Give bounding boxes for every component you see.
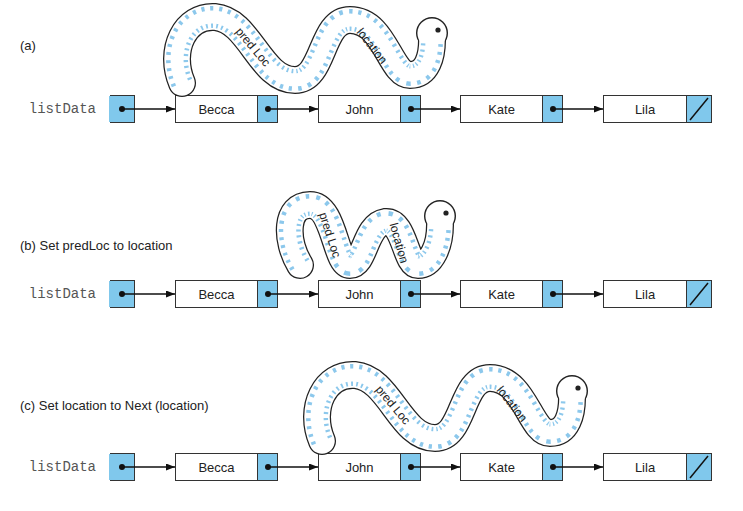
pointer-cell: [542, 454, 562, 480]
pointer-cell: [257, 96, 277, 122]
list-node-box: Kate: [460, 95, 563, 123]
pointer-cell: [257, 454, 277, 480]
pointer-cell: [109, 281, 134, 307]
list-node-box: Becca: [175, 453, 278, 481]
worm-pointer: pred Loclocation: [280, 190, 460, 282]
node-name: Lila: [604, 454, 686, 480]
worm-outline: [305, 361, 595, 453]
pointer-dot: [550, 464, 556, 470]
pointer-cell: [109, 454, 134, 480]
pointer-dot: [408, 106, 414, 112]
list-node-box: Becca: [175, 95, 278, 123]
pointer-dot: [550, 291, 556, 297]
pointer-dot: [550, 106, 556, 112]
null-slash: [687, 96, 711, 122]
pointer-dot: [265, 464, 271, 470]
pointer-dot: [408, 291, 414, 297]
worm-pointer: pred Loclocation: [305, 361, 595, 453]
node-name: John: [319, 281, 400, 307]
pointer-cell: [686, 96, 711, 122]
panel-label: (a): [20, 38, 36, 53]
panel-label: (b) Set predLoc to location: [20, 238, 172, 253]
pointer-cell: [400, 96, 420, 122]
list-node-box: John: [318, 95, 421, 123]
pointer-name: listData: [29, 459, 96, 475]
pointer-dot: [119, 106, 125, 112]
list-node-box: Becca: [175, 280, 278, 308]
panel-label: (c) Set location to Next (location): [20, 398, 209, 413]
null-slash: [687, 454, 711, 480]
pointer-dot: [408, 464, 414, 470]
list-node-box: Lila: [603, 95, 712, 123]
worm-outline: [165, 3, 455, 95]
node-name: Kate: [461, 281, 542, 307]
pointer-cell: [400, 454, 420, 480]
node-name: Lila: [604, 281, 686, 307]
node-name: Becca: [176, 454, 257, 480]
node-name: Lila: [604, 96, 686, 122]
node-name: Kate: [461, 454, 542, 480]
pointer-cell: [400, 281, 420, 307]
head-pointer-box: listData: [110, 280, 135, 308]
worm-pointer: pred Loclocation: [165, 3, 455, 95]
pointer-cell: [686, 281, 711, 307]
list-node-box: Kate: [460, 280, 563, 308]
pointer-name: listData: [29, 101, 96, 117]
node-name: John: [319, 454, 400, 480]
list-node-box: Lila: [603, 453, 712, 481]
list-node-box: Kate: [460, 453, 563, 481]
head-pointer-box: listData: [110, 95, 135, 123]
pointer-cell: [686, 454, 711, 480]
worm-outline: [280, 190, 460, 282]
node-name: Becca: [176, 281, 257, 307]
pointer-dot: [265, 291, 271, 297]
node-name: Becca: [176, 96, 257, 122]
list-node-box: John: [318, 280, 421, 308]
null-slash: [687, 281, 711, 307]
pointer-name: listData: [29, 286, 96, 302]
pointer-dot: [119, 291, 125, 297]
list-node-box: Lila: [603, 280, 712, 308]
pointer-dot: [265, 106, 271, 112]
head-pointer-box: listData: [110, 453, 135, 481]
pointer-cell: [257, 281, 277, 307]
node-name: John: [319, 96, 400, 122]
node-name: Kate: [461, 96, 542, 122]
pointer-dot: [119, 464, 125, 470]
pointer-cell: [109, 96, 134, 122]
list-node-box: John: [318, 453, 421, 481]
pointer-cell: [542, 96, 562, 122]
pointer-cell: [542, 281, 562, 307]
